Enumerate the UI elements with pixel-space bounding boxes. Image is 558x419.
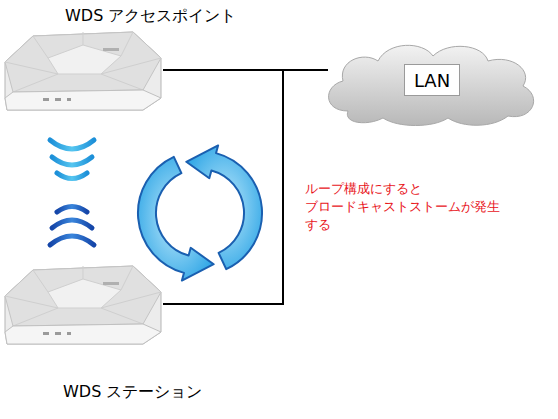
access-point-device: WDS アクセスポイント — [3, 28, 163, 112]
device-label: WDS アクセスポイント — [65, 6, 236, 27]
station-device: WDS ステーション — [3, 262, 163, 346]
network-label: LAN — [404, 64, 460, 96]
station-device-shape — [3, 262, 163, 346]
wireless-waves — [50, 140, 94, 245]
device-label: WDS ステーション — [63, 382, 202, 403]
warning-note: ループ構成にすると ブロードキャストストームが発生 する — [305, 180, 510, 234]
loop-arrows — [138, 145, 262, 280]
lan-cloud: LAN — [318, 36, 543, 126]
access-point-device-shape — [3, 28, 163, 112]
